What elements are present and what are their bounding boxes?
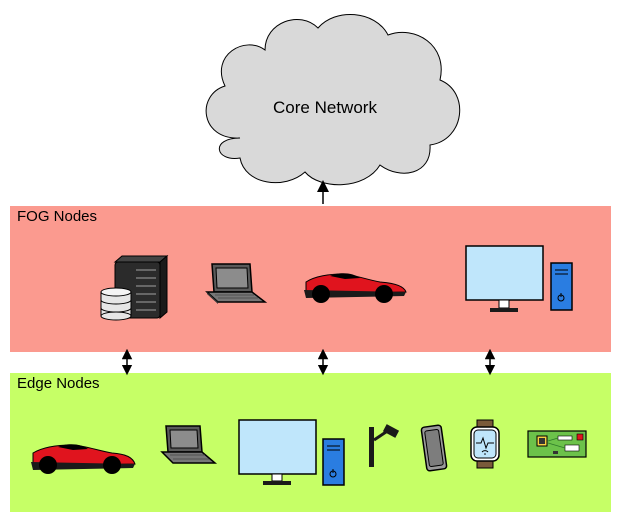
circuit-board-icon [527, 430, 587, 458]
desktop-monitor-and-tower-icon [465, 245, 573, 312]
desktop-monitor-and-tower-icon [238, 419, 345, 486]
red-sports-car-icon [31, 444, 136, 474]
laptop-icon [205, 263, 268, 304]
fog-nodes-label: FOG Nodes [17, 208, 98, 225]
smartphone-icon [420, 424, 448, 472]
street-camera-icon [369, 424, 400, 467]
red-sports-car-icon [304, 273, 407, 303]
edge-nodes-label: Edge Nodes [17, 375, 100, 392]
server-rack-with-database-icon [100, 254, 169, 321]
laptop-icon [160, 425, 218, 464]
smartwatch-icon [470, 419, 500, 469]
cloud-shape [205, 14, 461, 186]
core-network-label: Core Network [273, 98, 377, 117]
